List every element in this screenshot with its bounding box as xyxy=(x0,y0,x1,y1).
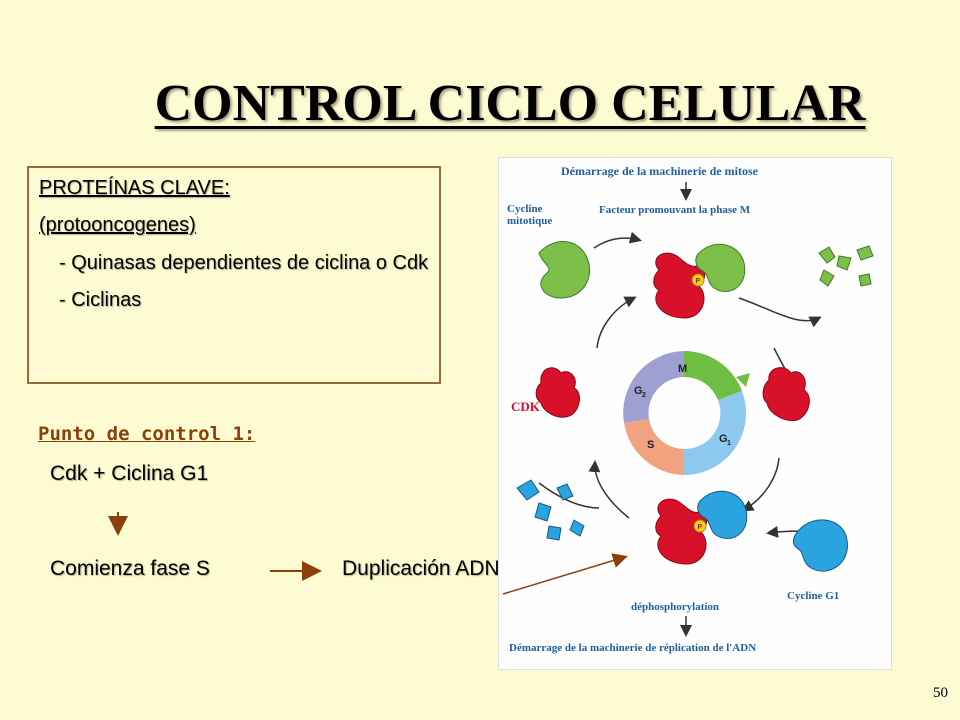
figure-top-label: Démarrage de la machinerie de mitose xyxy=(561,164,758,178)
page-number: 50 xyxy=(933,685,948,701)
cell-cycle-svg: P M G 1 G 2 S P xyxy=(516,182,874,637)
cdk-right-shape xyxy=(762,367,810,422)
phase-g1-sub: 1 xyxy=(727,440,731,447)
checkpoint-label: Punto de control 1: xyxy=(38,423,256,445)
arrow-cycle-2 xyxy=(738,297,822,328)
fragment-green-4 xyxy=(819,269,835,287)
phospho-top-label: P xyxy=(696,278,701,285)
phase-m-segment xyxy=(684,351,742,400)
phospho-bottom-icon xyxy=(693,519,707,533)
arrow-cycle-4 xyxy=(741,457,780,512)
figure-cdk-label: CDK xyxy=(511,399,540,414)
box-item-ciclinas: - Ciclinas xyxy=(59,289,142,312)
slide-title: CONTROL CICLO CELULAR xyxy=(154,75,866,132)
figure-cycline-g1: Cycline G1 xyxy=(787,590,840,602)
fragment-green-2 xyxy=(836,255,852,271)
phase-g2-label: G xyxy=(634,385,643,397)
cycline-mitotique-shape xyxy=(538,241,591,299)
cdk-left-shape xyxy=(535,367,580,418)
arrow-cycle-1 xyxy=(596,296,637,349)
figure-mpf-label: Facteur promouvant la phase M xyxy=(599,204,751,216)
arrow-cycle-6 xyxy=(538,482,600,509)
arrow-cycle-5 xyxy=(588,460,630,519)
cell-cycle-figure: Démarrage de la machinerie de mitose Cyc… xyxy=(498,157,892,670)
phase-s-segment xyxy=(624,419,684,475)
figure-cycline-mitotique: Cycline mitotique xyxy=(507,203,553,227)
phase-g2-sub: 2 xyxy=(642,392,646,399)
fragment-blue-2 xyxy=(534,502,552,522)
checkpoint-line-duplicacion: Duplicación ADN xyxy=(342,557,500,580)
cycline-top-shape xyxy=(695,243,746,293)
figure-bottom-label: Démarrage de la machinerie de réplicatio… xyxy=(509,642,757,654)
phospho-bottom-label: P xyxy=(698,524,703,531)
cycline-g1-bottom-shape xyxy=(697,490,748,540)
fragment-blue-1 xyxy=(516,479,540,501)
phase-s-label: S xyxy=(647,439,654,451)
fragment-blue-4 xyxy=(546,525,562,541)
phase-g2-segment xyxy=(623,351,684,423)
box-heading: PROTEÍNAS CLAVE: xyxy=(39,177,230,199)
box-subheading: (protooncogenes) xyxy=(39,214,196,237)
fragment-green-3 xyxy=(856,245,874,261)
phase-arrow-head xyxy=(736,373,750,387)
figure-dephos-label: déphosphorylation xyxy=(631,601,720,613)
arrow-cycle-8 xyxy=(593,231,642,249)
fragment-blue-5 xyxy=(569,519,585,537)
box-item-cdk: - Quinasas dependientes de ciclina o Cdk xyxy=(59,251,429,274)
fragment-green-1 xyxy=(818,246,836,264)
phospho-top-icon xyxy=(691,273,705,287)
phase-m-label: M xyxy=(678,363,687,375)
phase-g1-label: G xyxy=(719,433,728,445)
fragment-green-5 xyxy=(858,273,872,287)
phase-ring xyxy=(623,351,750,475)
fragment-blue-3 xyxy=(556,483,574,501)
checkpoint-line-cdk-ciclina: Cdk + Ciclina G1 xyxy=(50,462,209,485)
key-proteins-box: PROTEÍNAS CLAVE: (protooncogenes) - Quin… xyxy=(27,166,441,384)
checkpoint-line-fase-s: Comienza fase S xyxy=(50,557,210,580)
cycline-g1-free-shape xyxy=(792,519,848,572)
phase-g1-segment xyxy=(684,391,747,475)
